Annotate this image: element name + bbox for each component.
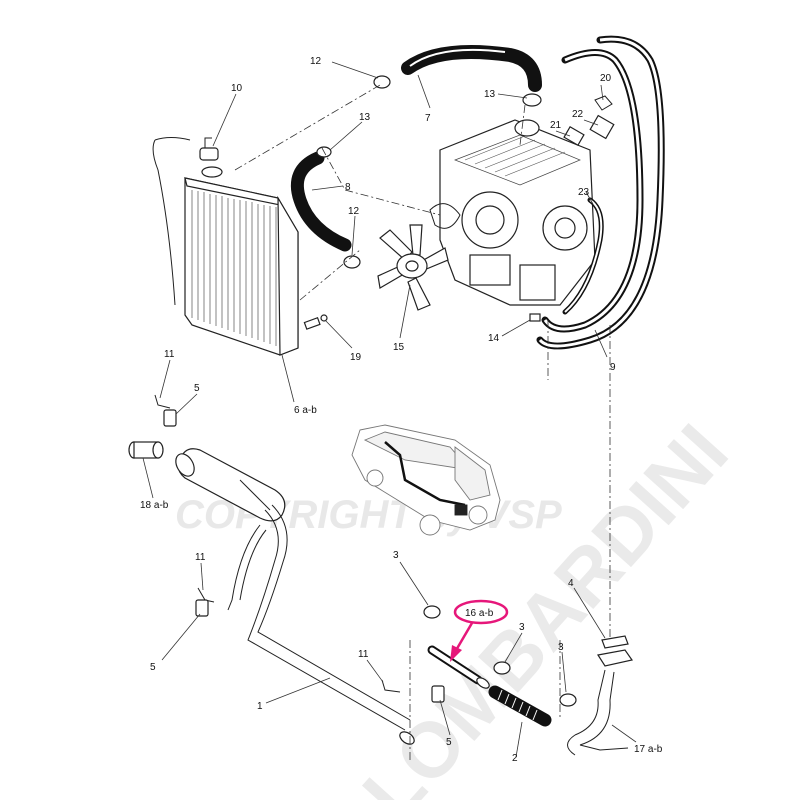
radiator-cap [199, 137, 219, 161]
callout-6: 6 a-b [294, 405, 317, 416]
callout-11a: 11 [164, 349, 175, 360]
vehicle-sketch [351, 424, 501, 536]
engine-drain-plug [529, 313, 541, 322]
callout-4: 4 [568, 578, 574, 589]
radiator [152, 137, 299, 356]
exhaust-pipe [227, 504, 415, 745]
callout-23: 23 [578, 187, 590, 198]
heater-hose-loop [536, 35, 665, 350]
exhaust-manifold-pipe [567, 635, 634, 756]
callout-1: 1 [257, 701, 263, 712]
assembly-lines-top [234, 84, 611, 640]
hose-clamps-upper [316, 75, 542, 269]
flex-pipe [488, 685, 552, 727]
callout-21: 21 [550, 120, 562, 131]
callout-18: 18 a-b [140, 500, 169, 511]
callout-9: 9 [610, 362, 616, 373]
drain-plug [303, 314, 328, 330]
callout-13b: 13 [359, 112, 371, 123]
leader-lines [142, 61, 637, 758]
callout-11b: 11 [195, 552, 206, 563]
callout-22: 22 [572, 109, 584, 120]
exhaust-hangers [154, 394, 445, 703]
callout-5a: 5 [194, 383, 200, 394]
callout-5c: 5 [446, 737, 452, 748]
callout-labels: 12 7 13 10 13 8 12 20 21 22 23 9 14 15 1… [140, 56, 663, 764]
tail-pipe-sleeve [128, 441, 164, 459]
cooling-fan [377, 224, 449, 311]
hose-fittings [563, 95, 615, 147]
callout-7: 7 [425, 113, 431, 124]
callout-16: 16 a-b [465, 608, 494, 619]
engine [429, 119, 596, 306]
callout-17: 17 a-b [634, 744, 663, 755]
callout-3c: 3 [558, 642, 564, 653]
callout-14: 14 [488, 333, 500, 344]
callout-20: 20 [600, 73, 612, 84]
callout-2: 2 [512, 753, 518, 764]
upper-radiator-hose [401, 45, 542, 92]
lower-radiator-hose [290, 151, 352, 252]
callout-12a: 12 [310, 56, 322, 67]
callout-13a: 13 [484, 89, 496, 100]
highlighted-callout-16 [450, 599, 509, 662]
callout-19: 19 [350, 352, 362, 363]
callout-3a: 3 [393, 550, 399, 561]
intermediate-pipe [427, 645, 490, 689]
muffler [175, 448, 286, 522]
callout-11c: 11 [358, 649, 369, 660]
assembly-lines-bottom [409, 640, 561, 760]
callout-15: 15 [393, 342, 405, 353]
callout-3b: 3 [519, 622, 525, 633]
callout-12b: 12 [348, 206, 360, 217]
callout-8: 8 [345, 182, 351, 193]
callout-10: 10 [231, 83, 243, 94]
callout-5b: 5 [150, 662, 156, 673]
bypass-hose [562, 197, 604, 315]
